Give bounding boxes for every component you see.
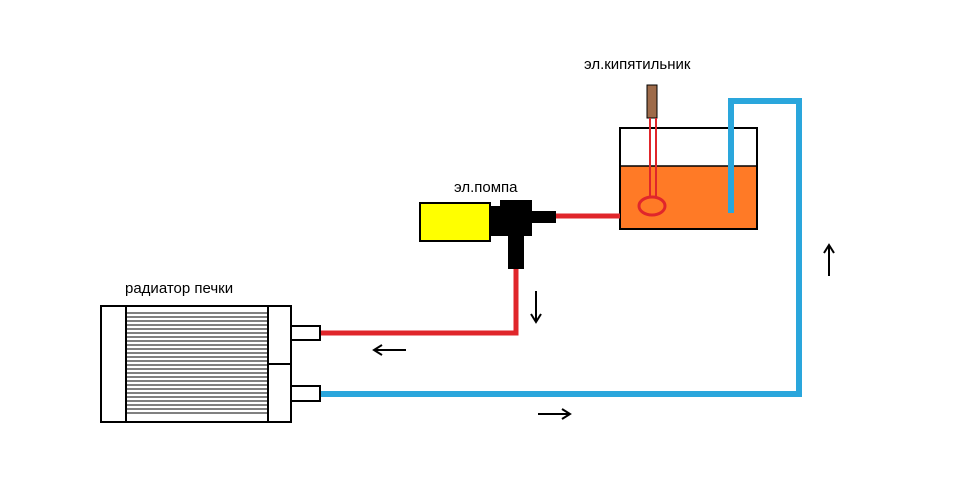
radiator-inlet-top <box>290 325 321 341</box>
pump-motor <box>419 202 491 242</box>
radiator-inlet-bottom <box>290 385 321 402</box>
tank-outline <box>619 127 758 230</box>
cold-pipe <box>320 98 802 397</box>
flow-arrow-right <box>538 408 572 420</box>
tank-water <box>620 166 757 229</box>
cold-pipe-radiator-to-tank <box>320 98 802 397</box>
heater-cap <box>646 84 658 119</box>
pump-label: эл.помпа <box>454 179 518 196</box>
hot-pipe <box>320 213 620 336</box>
water-tank <box>619 127 758 230</box>
radiator-fins <box>126 312 268 414</box>
radiator-right-tank-top <box>267 305 292 365</box>
pump-coupling <box>489 206 501 236</box>
flow-arrow-down <box>530 291 542 324</box>
hot-pipe-pump-to-radiator <box>320 268 519 336</box>
heater-label: эл.кипятильник <box>584 56 691 73</box>
pump-body <box>500 200 532 236</box>
heater-radiator <box>100 305 321 423</box>
radiator-left-tank <box>100 305 127 423</box>
flow-arrow-up <box>823 243 835 276</box>
flow-arrow-left <box>372 344 406 356</box>
radiator-right-tank-bottom <box>267 363 292 423</box>
electric-pump <box>419 200 556 269</box>
electric-heater <box>637 84 667 217</box>
heater-coil <box>637 195 667 217</box>
pump-outlet-down <box>508 235 524 269</box>
radiator-label: радиатор печки <box>125 280 233 297</box>
pump-outlet-right <box>531 211 556 223</box>
